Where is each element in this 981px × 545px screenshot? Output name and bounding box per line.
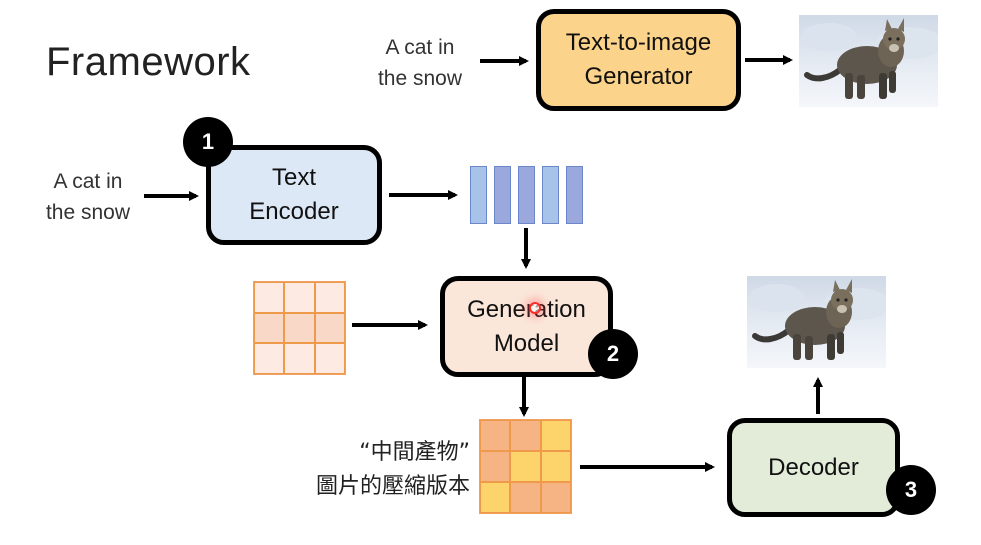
- step-2-badge: 2: [588, 329, 638, 379]
- noise-grid-cell: [314, 282, 345, 313]
- generated-cat-image: [799, 15, 938, 107]
- top-prompt-line1: A cat in: [385, 36, 455, 59]
- top-prompt-text: A cat in the snow: [370, 32, 470, 94]
- embedding-vector: [518, 166, 535, 224]
- latent-grid-cell: [480, 420, 511, 451]
- top-prompt-line2: the snow: [377, 67, 463, 90]
- embedding-vector: [566, 166, 583, 224]
- generator-label-line2: Generator: [584, 63, 693, 90]
- step-1-badge: 1: [183, 117, 233, 167]
- noise-grid-cell: [254, 312, 285, 344]
- generation-label-line1: Generation: [467, 295, 586, 323]
- generation-label-line2: Model: [493, 329, 560, 357]
- pointer-cursor-icon: [529, 302, 541, 314]
- latent-grid-cell: [480, 482, 511, 513]
- noise-grid-cell: [254, 282, 285, 313]
- latent-grid-cell: [510, 482, 541, 513]
- intermediate-caption-line1: “中間產物”: [359, 440, 470, 465]
- decoded-cat-image: [747, 276, 886, 368]
- step-3-badge: 3: [886, 465, 936, 515]
- noise-grid-cell: [284, 343, 315, 374]
- embedding-vector: [470, 166, 487, 224]
- encoder-label-line1: Text: [271, 164, 316, 191]
- decoder-box: Decoder: [727, 418, 900, 517]
- embedding-vector: [494, 166, 511, 224]
- generator-label-line1: Text-to-image: [565, 29, 712, 56]
- intermediate-caption: “中間產物” 圖片的壓縮版本: [250, 436, 470, 504]
- noise-grid-cell: [284, 282, 315, 313]
- main-prompt-line2: the snow: [45, 201, 131, 224]
- noise-grid-cell: [314, 312, 345, 344]
- noise-grid-cell: [254, 343, 285, 374]
- latent-grid-cell: [540, 420, 571, 451]
- encoder-label-line2: Encoder: [249, 198, 339, 225]
- page-title: Framework: [46, 40, 251, 84]
- embedding-vector: [542, 166, 559, 224]
- generation-model-box: Generation Model: [440, 276, 613, 377]
- latent-grid-cell: [540, 451, 571, 482]
- latent-grid-cell: [510, 420, 541, 451]
- decoder-label: Decoder: [768, 453, 859, 481]
- main-prompt-text: A cat in the snow: [36, 166, 140, 228]
- text-encoder-box: Text Encoder: [206, 145, 382, 245]
- text-to-image-generator-box: Text-to-image Generator: [536, 9, 741, 111]
- noise-grid-cell: [284, 312, 315, 344]
- main-prompt-line1: A cat in: [53, 170, 123, 193]
- noise-input-grid: [253, 281, 346, 375]
- latent-grid-cell: [510, 451, 541, 482]
- latent-representation-grid: [479, 419, 572, 514]
- noise-grid-cell: [314, 343, 345, 374]
- text-embedding-vectors: [470, 166, 585, 226]
- intermediate-caption-line2: 圖片的壓縮版本: [315, 474, 470, 499]
- latent-grid-cell: [480, 451, 511, 482]
- latent-grid-cell: [540, 482, 571, 513]
